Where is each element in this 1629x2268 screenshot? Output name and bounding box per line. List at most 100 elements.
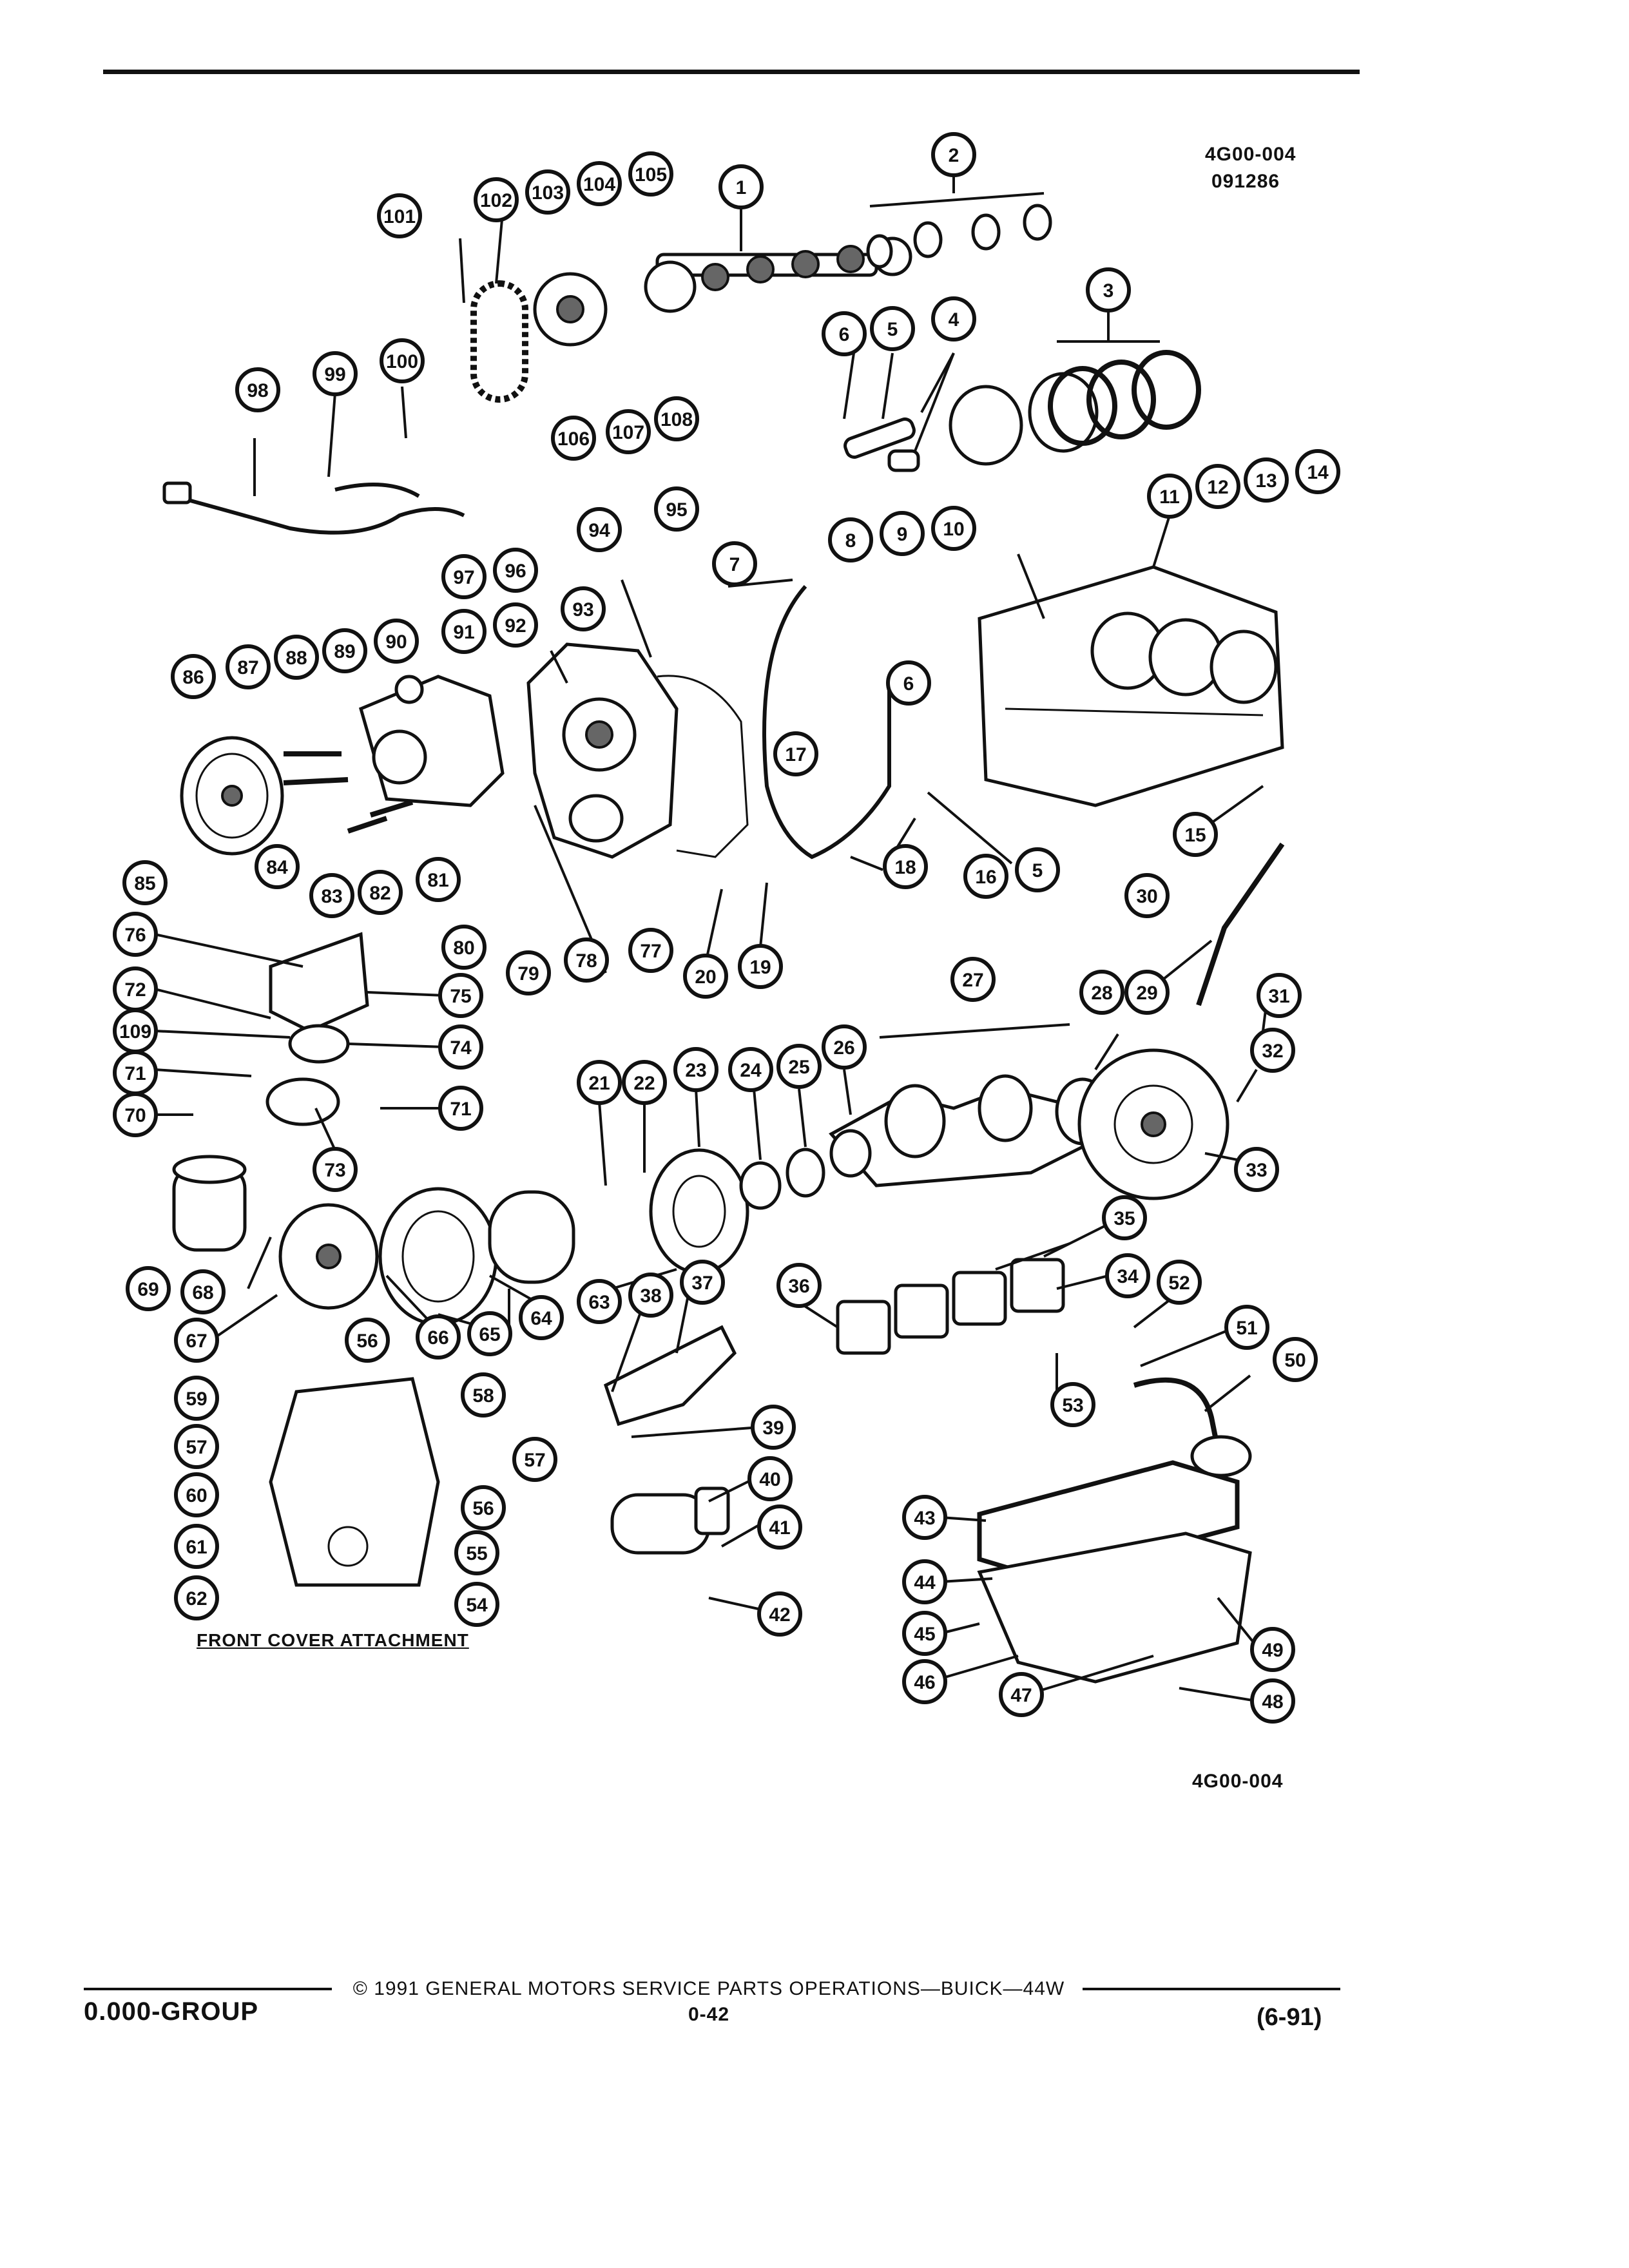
- svg-text:60: 60: [186, 1485, 207, 1506]
- callout-65: 65: [467, 1311, 512, 1356]
- callout-74: 74: [438, 1024, 483, 1070]
- piston-rings: [843, 350, 1201, 472]
- svg-text:27: 27: [962, 970, 983, 991]
- callout-10: 10: [931, 506, 976, 551]
- callout-16: 16: [963, 854, 1008, 899]
- callout-37: 37: [680, 1260, 725, 1305]
- svg-text:10: 10: [943, 519, 964, 540]
- svg-text:96: 96: [505, 561, 526, 582]
- svg-text:76: 76: [124, 925, 146, 946]
- svg-text:22: 22: [633, 1073, 655, 1094]
- svg-text:98: 98: [247, 380, 268, 401]
- oil-filter: [172, 1155, 247, 1252]
- svg-text:5: 5: [887, 319, 898, 340]
- svg-text:61: 61: [186, 1537, 207, 1558]
- callout-29: 29: [1124, 970, 1170, 1015]
- svg-text:95: 95: [666, 499, 687, 521]
- callout-78: 78: [564, 937, 609, 983]
- svg-text:8: 8: [845, 530, 856, 552]
- callout-57-right: 57: [512, 1437, 557, 1482]
- callout-42: 42: [757, 1591, 802, 1637]
- svg-text:12: 12: [1207, 477, 1228, 498]
- callout-41: 41: [757, 1504, 802, 1550]
- figure-code-top: 4G00-004: [1205, 144, 1296, 165]
- fan-hub: [278, 1203, 379, 1310]
- svg-text:40: 40: [759, 1469, 780, 1490]
- callout-18: 18: [883, 844, 928, 889]
- svg-text:102: 102: [480, 190, 512, 211]
- svg-text:93: 93: [572, 599, 593, 620]
- svg-text:4: 4: [949, 309, 959, 331]
- svg-text:77: 77: [640, 941, 661, 962]
- svg-text:91: 91: [453, 622, 474, 643]
- callout-108: 108: [654, 396, 699, 441]
- callout-67: 67: [174, 1318, 219, 1363]
- svg-text:85: 85: [134, 873, 155, 894]
- svg-text:72: 72: [124, 979, 146, 1001]
- svg-text:64: 64: [530, 1308, 552, 1329]
- callout-62: 62: [174, 1575, 219, 1620]
- svg-text:38: 38: [640, 1285, 661, 1307]
- callout-7: 7: [712, 541, 757, 586]
- front-cover-caption: FRONT COVER ATTACHMENT: [197, 1630, 469, 1650]
- svg-text:33: 33: [1246, 1160, 1267, 1181]
- callout-49: 49: [1250, 1627, 1295, 1672]
- callout-25: 25: [776, 1044, 822, 1089]
- callout-56-top: 56: [345, 1318, 390, 1363]
- callout-6-top: 6: [822, 311, 867, 356]
- water-pump: [358, 675, 505, 807]
- svg-text:45: 45: [914, 1624, 935, 1645]
- svg-text:19: 19: [749, 957, 771, 978]
- svg-text:42: 42: [769, 1604, 790, 1626]
- svg-text:30: 30: [1136, 886, 1157, 907]
- main-bearing-caps: [836, 1258, 1065, 1355]
- crank-pulley: [378, 1187, 575, 1326]
- svg-text:66: 66: [427, 1327, 448, 1349]
- oil-pickup: [1133, 1377, 1252, 1477]
- svg-text:6: 6: [903, 673, 914, 695]
- svg-text:73: 73: [324, 1160, 345, 1181]
- callout-58: 58: [461, 1372, 506, 1418]
- callout-5-mid: 5: [1015, 847, 1060, 892]
- svg-text:78: 78: [575, 950, 597, 972]
- svg-text:28: 28: [1091, 983, 1112, 1004]
- callout-81: 81: [416, 857, 461, 902]
- svg-text:99: 99: [324, 364, 345, 385]
- callout-43: 43: [902, 1495, 947, 1540]
- callout-60: 60: [174, 1472, 219, 1517]
- callout-68: 68: [180, 1269, 226, 1314]
- callout-105: 105: [628, 151, 673, 197]
- cam-bearings: [866, 204, 1052, 269]
- callout-5-top: 5: [870, 306, 915, 351]
- svg-text:88: 88: [285, 648, 307, 669]
- svg-text:24: 24: [740, 1060, 762, 1081]
- svg-text:57: 57: [524, 1450, 545, 1471]
- footer-group: 0.000-GROUP: [84, 1997, 259, 2026]
- callout-91: 91: [441, 609, 487, 654]
- callout-39: 39: [751, 1405, 796, 1450]
- front-cover-attachment-view: [269, 1377, 440, 1587]
- callout-89: 89: [322, 628, 367, 673]
- svg-text:108: 108: [660, 409, 693, 430]
- callout-92: 92: [493, 602, 538, 648]
- callouts: 101 102 103 104 105 1 2 3 6 5 4 98 99 10…: [113, 132, 1340, 1724]
- svg-text:56: 56: [472, 1498, 494, 1519]
- callout-100: 100: [380, 338, 425, 383]
- svg-text:90: 90: [385, 631, 407, 653]
- svg-text:57: 57: [186, 1437, 207, 1458]
- svg-text:32: 32: [1262, 1041, 1283, 1062]
- svg-text:89: 89: [334, 641, 355, 662]
- callout-102: 102: [474, 177, 519, 222]
- callout-106: 106: [551, 416, 596, 461]
- callout-83: 83: [309, 873, 354, 918]
- dipstick-tube: [1196, 842, 1285, 1006]
- callout-30: 30: [1124, 873, 1170, 918]
- svg-text:68: 68: [192, 1282, 213, 1303]
- svg-text:107: 107: [612, 422, 644, 443]
- callout-22: 22: [622, 1060, 667, 1105]
- svg-text:13: 13: [1255, 470, 1277, 492]
- callout-19: 19: [738, 944, 783, 989]
- callout-57-left: 57: [174, 1424, 219, 1469]
- callout-61: 61: [174, 1524, 219, 1569]
- bolts: [283, 751, 414, 834]
